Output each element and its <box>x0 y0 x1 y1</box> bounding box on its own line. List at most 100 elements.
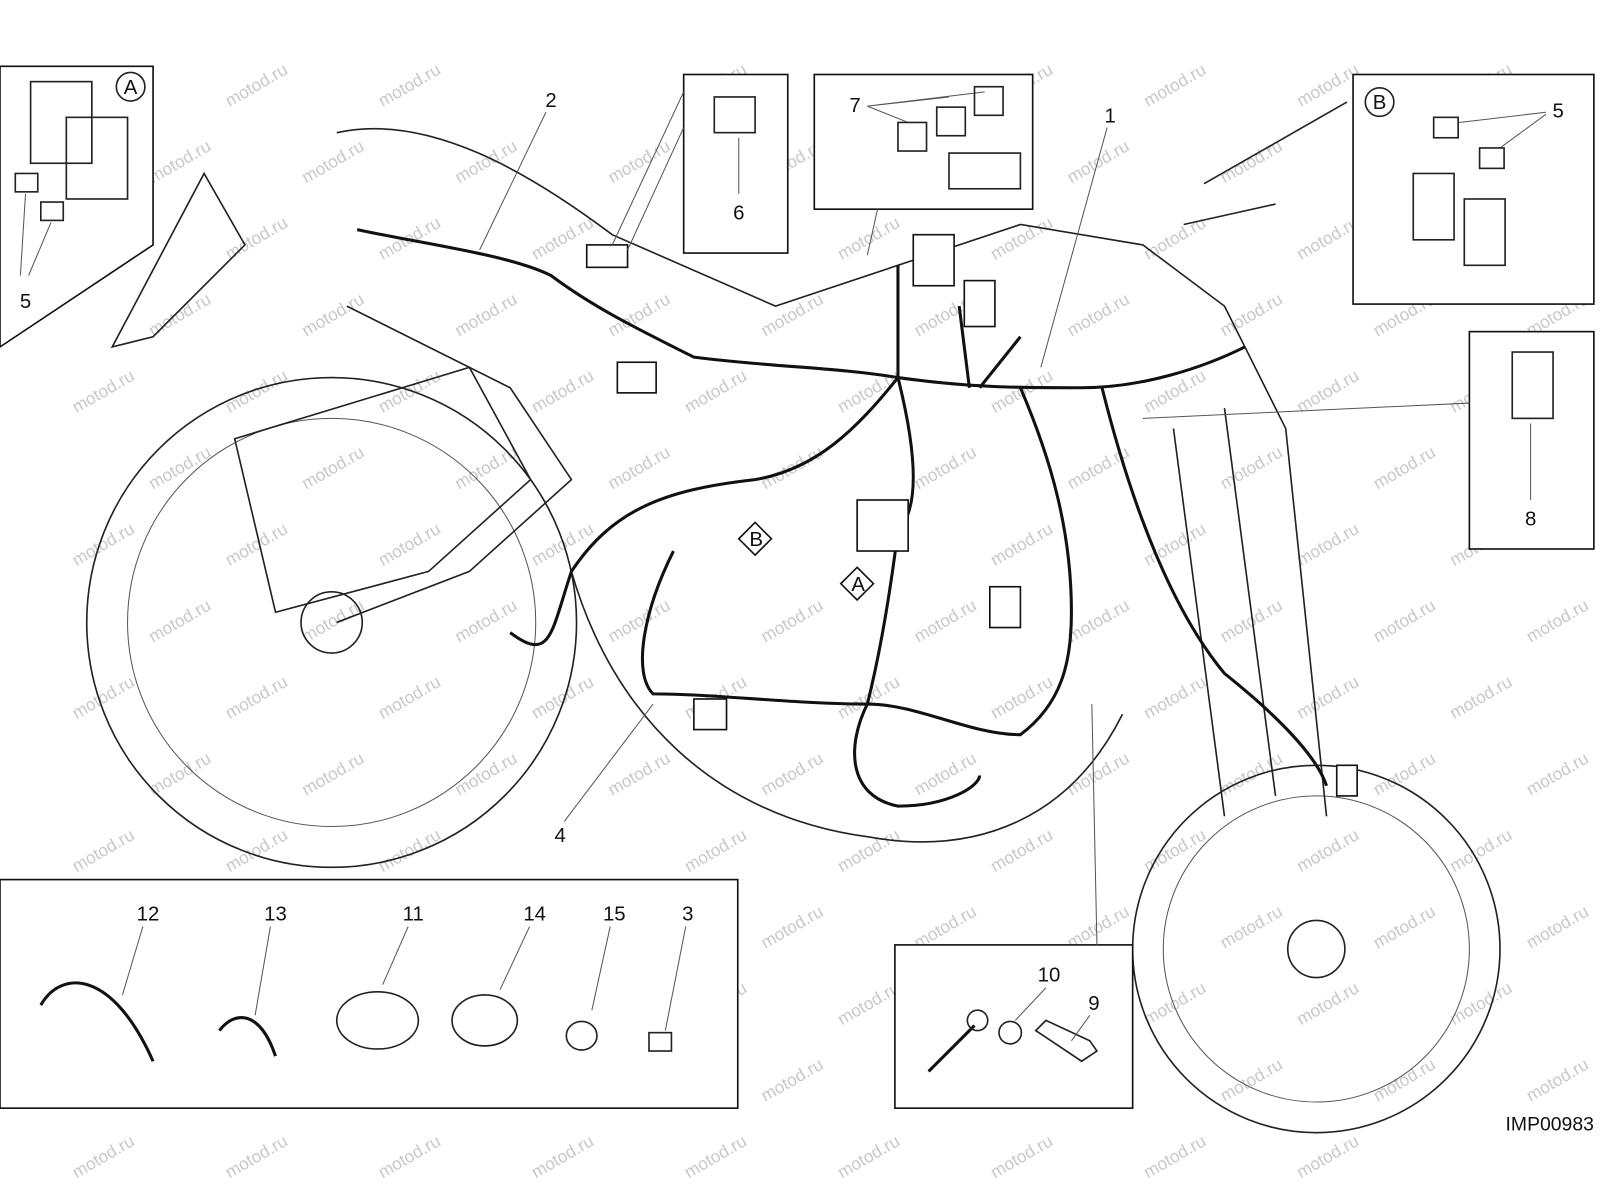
fuse <box>14 172 39 193</box>
watermark-text: motod.ru <box>604 136 673 188</box>
watermark-text: motod.ru <box>1293 212 1362 264</box>
watermark-text: motod.ru <box>528 1131 597 1183</box>
callout-10: 10 <box>1038 965 1061 987</box>
callout-12: 12 <box>137 903 160 925</box>
watermark-text: motod.ru <box>222 518 291 570</box>
watermark-text: motod.ru <box>1370 748 1439 800</box>
watermark-text: motod.ru <box>1446 671 1515 723</box>
cable-tie-12 <box>39 981 155 1062</box>
watermark-text: motod.ru <box>681 1131 750 1183</box>
callout-9: 9 <box>1088 993 1099 1015</box>
watermark-text: motod.ru <box>910 748 979 800</box>
watermark-text: motod.ru <box>451 442 520 494</box>
callout-3: 3 <box>682 903 693 925</box>
watermark-text: motod.ru <box>69 824 138 876</box>
callout-11: 11 <box>403 903 424 925</box>
view-marker-b: B <box>1373 92 1387 114</box>
watermark-text: motod.ru <box>1523 748 1592 800</box>
watermark-text: motod.ru <box>375 212 444 264</box>
watermark-text: motod.ru <box>298 289 367 341</box>
relay-holder <box>948 152 1022 190</box>
watermark-text: motod.ru <box>528 518 597 570</box>
bolt <box>1034 1019 1099 1063</box>
watermark-text: motod.ru <box>1370 595 1439 647</box>
watermark-text: motod.ru <box>375 59 444 111</box>
watermark-text: motod.ru <box>1293 59 1362 111</box>
watermark-text: motod.ru <box>834 1131 903 1183</box>
callout-14: 14 <box>523 903 546 925</box>
watermark-text: motod.ru <box>1063 595 1132 647</box>
fuse-holder <box>1412 172 1455 241</box>
cable-tie-13 <box>218 1016 277 1057</box>
watermark-text: motod.ru <box>1216 1054 1285 1106</box>
watermark-text: motod.ru <box>1293 824 1362 876</box>
watermark-text: motod.ru <box>298 442 367 494</box>
watermark-text: motod.ru <box>1140 59 1209 111</box>
watermark-text: motod.ru <box>1140 212 1209 264</box>
watermark-text: motod.ru <box>222 1131 291 1183</box>
watermark-text: motod.ru <box>69 671 138 723</box>
watermark-text: motod.ru <box>604 289 673 341</box>
watermark-text: motod.ru <box>987 824 1056 876</box>
watermark-text: motod.ru <box>1216 901 1285 953</box>
watermark-text: motod.ru <box>222 365 291 417</box>
watermark-text: motod.ru <box>69 518 138 570</box>
callout-1: 1 <box>1105 105 1116 127</box>
clip-14 <box>451 994 519 1047</box>
watermark-text: motod.ru <box>834 212 903 264</box>
watermark-text: motod.ru <box>222 212 291 264</box>
watermark-text: motod.ru <box>375 824 444 876</box>
watermark-text: motod.ru <box>1293 671 1362 723</box>
callout-6: 6 <box>733 202 744 224</box>
watermark-text: motod.ru <box>1063 442 1132 494</box>
watermark-text: motod.ru <box>1293 1131 1362 1183</box>
watermark-text: motod.ru <box>1523 901 1592 953</box>
watermark-text: motod.ru <box>834 824 903 876</box>
watermark-text: motod.ru <box>1370 1054 1439 1106</box>
watermark-text: motod.ru <box>145 289 214 341</box>
grommet-3 <box>648 1031 673 1052</box>
connector-cap <box>1511 351 1554 420</box>
watermark-text: motod.ru <box>451 289 520 341</box>
detail-box-a: A 5 <box>0 65 154 348</box>
svg-text:B: B <box>749 529 763 551</box>
watermark-text: motod.ru <box>1216 289 1285 341</box>
view-marker-a: A <box>124 77 138 99</box>
callout-4: 4 <box>555 825 566 847</box>
callout-2: 2 <box>545 90 556 112</box>
relay <box>897 121 928 152</box>
detail-box-ground: 10 9 <box>894 704 1134 1109</box>
engine-outline <box>570 571 1124 843</box>
watermark-text: motod.ru <box>987 1131 1056 1183</box>
watermark-text: motod.ru <box>681 365 750 417</box>
watermark-text: motod.ru <box>1293 977 1362 1029</box>
watermark-text: motod.ru <box>222 59 291 111</box>
detail-box-b: B 5 <box>1352 73 1595 305</box>
watermark-text: motod.ru <box>375 1131 444 1183</box>
watermark-text: motod.ru <box>1140 671 1209 723</box>
watermark-text: motod.ru <box>69 365 138 417</box>
watermark-text: motod.ru <box>375 671 444 723</box>
svg-text:A: A <box>851 574 865 596</box>
watermark-text: motod.ru <box>987 212 1056 264</box>
watermark-text: motod.ru <box>1216 595 1285 647</box>
exhaust <box>233 366 532 614</box>
watermark-text: motod.ru <box>451 595 520 647</box>
watermark-text: motod.ru <box>987 518 1056 570</box>
callout-13: 13 <box>264 903 287 925</box>
watermark-text: motod.ru <box>222 824 291 876</box>
detail-box-clips: 12 13 11 14 15 3 <box>0 878 739 1109</box>
fuse <box>1432 116 1459 139</box>
detail-box-8: 8 <box>1142 330 1595 550</box>
view-marker-b-circle <box>1364 86 1395 118</box>
ground-lead <box>927 1024 976 1073</box>
watermark-text: motod.ru <box>1446 977 1515 1029</box>
callout-7: 7 <box>849 95 860 117</box>
watermark-text: motod.ru <box>298 136 367 188</box>
handlebar <box>1183 101 1348 226</box>
watermark-text: motod.ru <box>604 595 673 647</box>
detail-box-7: 7 <box>813 73 1034 256</box>
watermark-text: motod.ru <box>145 595 214 647</box>
front-fork <box>1172 408 1277 817</box>
